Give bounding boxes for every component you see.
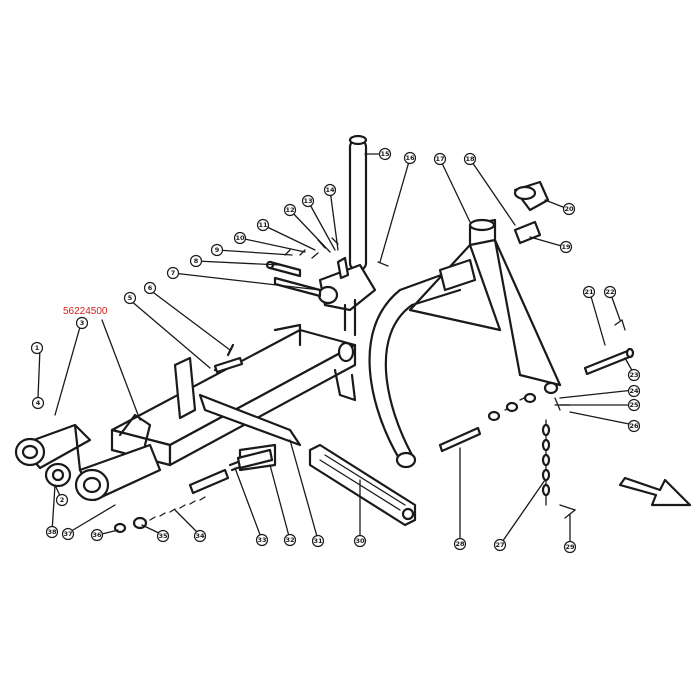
- callout-38: 38: [45, 525, 59, 539]
- svg-text:25: 25: [629, 401, 639, 409]
- callout-32: 32: [283, 533, 297, 547]
- svg-text:17: 17: [435, 155, 444, 163]
- callout-13: 13: [301, 194, 315, 208]
- callout-18: 18: [463, 152, 477, 166]
- callout-30: 30: [353, 534, 367, 548]
- callout-28: 28: [453, 537, 467, 551]
- callout-5: 5: [123, 291, 137, 305]
- svg-text:24: 24: [629, 387, 639, 395]
- callout-3: 3: [75, 316, 89, 330]
- svg-text:28: 28: [455, 540, 465, 548]
- svg-text:11: 11: [258, 221, 268, 229]
- svg-text:34: 34: [195, 532, 205, 540]
- callout-21: 21: [582, 285, 596, 299]
- svg-text:36: 36: [92, 531, 102, 539]
- callout-4: 4: [31, 396, 45, 410]
- svg-text:1: 1: [35, 344, 40, 352]
- right-a-frame: [408, 218, 562, 395]
- part-number-label: 56224500: [63, 306, 108, 317]
- curved-hoop-frame: [368, 268, 462, 469]
- callout-10: 10: [233, 231, 247, 245]
- callout-15: 15: [378, 147, 392, 161]
- svg-text:7: 7: [171, 269, 176, 277]
- callout-35: 35: [156, 529, 170, 543]
- svg-text:26: 26: [629, 422, 639, 430]
- svg-text:2: 2: [60, 496, 65, 504]
- svg-text:31: 31: [313, 537, 323, 545]
- svg-text:19: 19: [561, 243, 571, 251]
- callout-20: 20: [562, 202, 576, 216]
- svg-text:18: 18: [465, 155, 475, 163]
- callout-31: 31: [311, 534, 325, 548]
- pins-fasteners: [113, 237, 389, 534]
- svg-text:20: 20: [564, 205, 574, 213]
- svg-text:27: 27: [495, 541, 504, 549]
- svg-text:21: 21: [584, 288, 594, 296]
- svg-text:37: 37: [63, 530, 72, 538]
- callout-34: 34: [193, 529, 207, 543]
- callout-17: 17: [433, 152, 447, 166]
- svg-text:23: 23: [629, 371, 638, 379]
- svg-text:35: 35: [158, 532, 168, 540]
- callout-24: 24: [627, 384, 641, 398]
- svg-text:14: 14: [325, 186, 335, 194]
- svg-text:33: 33: [257, 536, 266, 544]
- callout-27: 27: [493, 538, 507, 552]
- slotted-bar: [308, 443, 417, 527]
- callout-12: 12: [283, 203, 297, 217]
- callout-22: 22: [603, 285, 617, 299]
- svg-text:12: 12: [285, 206, 294, 214]
- svg-text:22: 22: [605, 288, 614, 296]
- svg-text:13: 13: [303, 197, 312, 205]
- svg-text:9: 9: [215, 246, 220, 254]
- svg-text:30: 30: [355, 537, 365, 545]
- svg-text:16: 16: [405, 154, 415, 162]
- callout-14: 14: [323, 183, 337, 197]
- svg-text:4: 4: [36, 399, 41, 407]
- svg-text:29: 29: [565, 543, 575, 551]
- callout-33: 33: [255, 533, 269, 547]
- callout-26: 26: [627, 419, 641, 433]
- svg-text:32: 32: [285, 536, 294, 544]
- callout-1: 1: [30, 341, 44, 355]
- callout-36: 36: [90, 528, 104, 542]
- svg-text:3: 3: [80, 319, 85, 327]
- svg-text:8: 8: [194, 257, 199, 265]
- left-lower-link: [14, 413, 162, 502]
- callout-37: 37: [61, 527, 75, 541]
- direction-arrow-icon: [618, 476, 692, 507]
- callout-6: 6: [143, 281, 157, 295]
- callout-7: 7: [166, 266, 180, 280]
- callout-29: 29: [563, 540, 577, 554]
- svg-text:10: 10: [235, 234, 245, 242]
- callout-2: 2: [55, 493, 69, 507]
- callout-9: 9: [210, 243, 224, 257]
- clip-parts: [513, 180, 550, 245]
- callout-16: 16: [403, 151, 417, 165]
- callout-11: 11: [256, 218, 270, 232]
- svg-text:15: 15: [380, 150, 390, 158]
- svg-text:6: 6: [148, 284, 153, 292]
- callout-25: 25: [627, 398, 641, 412]
- callout-8: 8: [189, 254, 203, 268]
- upright-bracket: [173, 356, 302, 472]
- hitch-post: [317, 134, 377, 402]
- chain-assembly: [438, 318, 635, 519]
- svg-text:38: 38: [47, 528, 57, 536]
- callout-19: 19: [559, 240, 573, 254]
- svg-text:5: 5: [128, 294, 133, 302]
- callout-23: 23: [627, 368, 641, 382]
